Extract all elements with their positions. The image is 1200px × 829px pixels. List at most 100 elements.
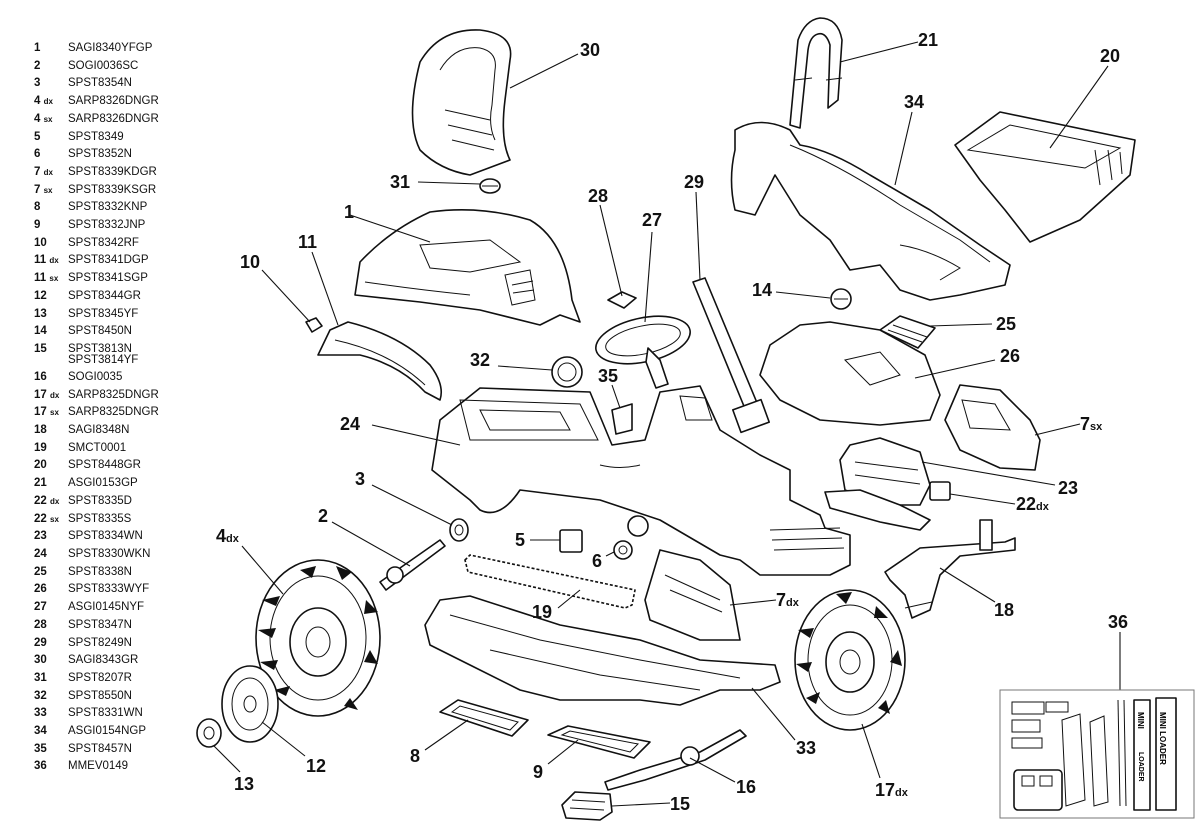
part-number-value: 6 <box>34 148 41 161</box>
part-number: 11 sx <box>34 270 68 288</box>
part-1-rear-fender <box>349 209 581 326</box>
callout-11: 11 <box>298 232 317 252</box>
part-number-value: 3 <box>34 77 41 90</box>
part-8-plate <box>424 699 529 751</box>
part-number: 4 sx <box>34 111 68 129</box>
part-number: 19 <box>34 440 68 458</box>
part-code: SPST8333WYF <box>68 583 150 596</box>
part-number: 29 <box>34 635 68 653</box>
part-number: 7 dx <box>34 164 68 182</box>
callout-6: 6 <box>592 551 602 571</box>
part-side: dx <box>43 167 53 177</box>
part-number: 3 <box>34 75 68 93</box>
part-number-value: 8 <box>34 201 41 214</box>
callout-33: 33 <box>796 738 816 758</box>
callout-29: 29 <box>684 172 704 192</box>
callout-26: 26 <box>1000 346 1020 366</box>
part-code: SPST8331WN <box>68 707 143 720</box>
part-number-value: 34 <box>34 725 47 738</box>
part-19-chain <box>464 554 636 609</box>
part-code: SAGI8343GR <box>68 654 139 667</box>
part-10-clip <box>261 269 323 333</box>
callout-2: 2 <box>318 506 328 526</box>
part-number-value: 22 <box>34 494 47 507</box>
part-number-value: 4 <box>34 112 41 125</box>
callout-36: 36 <box>1108 612 1128 632</box>
part-number: 6 <box>34 146 68 164</box>
parts-list-row: 6 SPST8352N <box>34 146 224 164</box>
callout-35: 35 <box>598 366 618 386</box>
part-number-value: 27 <box>34 601 47 614</box>
part-27-steering-wheel <box>595 231 691 389</box>
part-number-value: 17 <box>34 388 47 401</box>
part-number: 13 <box>34 306 68 324</box>
part-side: dx <box>50 496 60 506</box>
part-number: 8 <box>34 199 68 217</box>
part-side: dx <box>50 390 60 400</box>
part-side: sx <box>43 114 53 124</box>
part-code: SPST8550N <box>68 689 132 702</box>
callout-8: 8 <box>410 746 420 766</box>
part-number-value: 18 <box>34 424 47 437</box>
callout-1: 1 <box>344 202 354 222</box>
part-number: 22 sx <box>34 511 68 529</box>
part-number-value: 4 <box>34 95 41 108</box>
part-number-value: 19 <box>34 441 47 454</box>
part-side: sx <box>49 274 59 284</box>
part-number: 28 <box>34 617 68 635</box>
part-code: SPST8341SGP <box>68 272 148 285</box>
part-code: SPST8332JNP <box>68 219 146 232</box>
callout-22dx: 22dx <box>1016 494 1050 514</box>
part-29-steering-column <box>692 191 770 434</box>
part-16-pedal-rod <box>604 729 747 791</box>
part-code: SPST8339KSGR <box>68 183 157 196</box>
part-number-value: 31 <box>34 671 47 684</box>
part-code: MMEV0149 <box>68 760 129 773</box>
part-number: 25 <box>34 564 68 582</box>
part-number-value: 2 <box>34 59 41 72</box>
part-number-value: 11 <box>34 272 47 285</box>
parts-list-row: 32 SPST8550N <box>34 688 224 706</box>
part-33-floor-base <box>424 595 796 741</box>
callout-16: 16 <box>736 777 756 797</box>
part-number: 21 <box>34 475 68 493</box>
part-5-block <box>530 529 583 553</box>
part-3-bushing <box>371 484 469 542</box>
part-number: 17 sx <box>34 404 68 422</box>
part-number-value: 28 <box>34 618 47 631</box>
part-36-decal-sheet: MINI MINI LOADER LOADER <box>999 632 1195 819</box>
part-7dx-side-panel <box>644 549 777 641</box>
part-number: 33 <box>34 705 68 723</box>
part-code: SPST3813N SPST3814YF <box>68 342 139 366</box>
part-number-value: 7 <box>34 165 41 178</box>
parts-list-row: 12 SPST8344GR <box>34 288 224 306</box>
part-code: SPST8330WKN <box>68 547 151 560</box>
callout-4dx: 4dx <box>216 526 240 546</box>
part-6-bushing <box>605 540 633 560</box>
part-7sx-side-panel <box>944 384 1081 471</box>
part-number-value: 32 <box>34 689 47 702</box>
part-code: ASGI0153GP <box>68 477 138 490</box>
part-number-value: 12 <box>34 289 47 302</box>
part-code: SPST8352N <box>68 148 132 161</box>
callout-15: 15 <box>670 794 690 814</box>
part-code: SMCT0001 <box>68 441 127 454</box>
part-code: SPST8354N <box>68 77 132 90</box>
part-32-gear <box>497 356 583 388</box>
part-side: sx <box>50 514 59 524</box>
part-code: SPST8448GR <box>68 459 141 472</box>
callout-7dx: 7dx <box>776 590 800 610</box>
part-number: 14 <box>34 323 68 341</box>
part-code: SPST8344GR <box>68 289 141 302</box>
